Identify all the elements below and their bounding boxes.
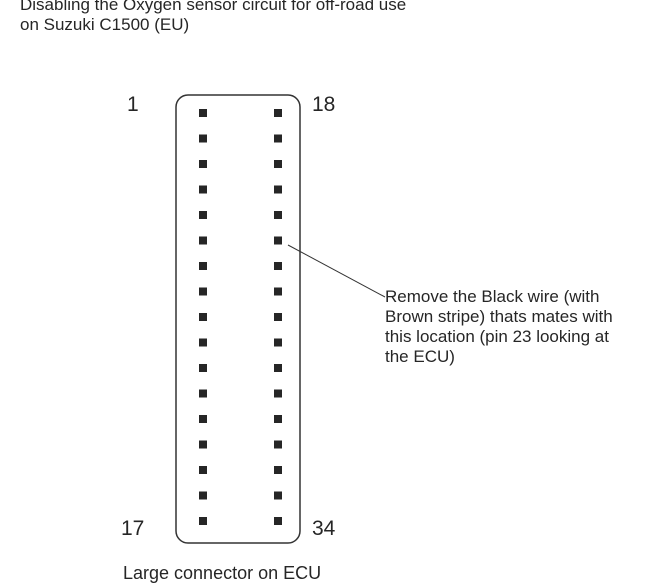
connector-pin: [274, 415, 282, 423]
connector-pin: [199, 466, 207, 474]
callout-line: the ECU): [385, 347, 455, 366]
connector-pin: [199, 236, 207, 245]
diagram-title-line-1: Disabling the Oxygen sensor circuit for …: [20, 0, 407, 14]
callout-leader-line: [287, 244, 386, 298]
connector-pin: [199, 109, 207, 117]
pin-23-highlighted: [274, 236, 282, 245]
connector-caption: Large connector on ECU: [123, 563, 322, 583]
connector-pin: [274, 185, 282, 194]
connector-pin: [199, 338, 207, 347]
connector-pin: [274, 364, 282, 372]
connector-pin: [199, 134, 207, 143]
pin-label-18: 18: [312, 93, 336, 116]
connector-pin: [199, 287, 207, 296]
connector-pin: [199, 440, 207, 449]
connector-pin: [274, 389, 282, 398]
pin-label-17: 17: [121, 517, 145, 540]
connector-pin: [274, 134, 282, 143]
connector-pin: [274, 313, 282, 321]
connector-outline: [175, 94, 301, 544]
connector-pin: [199, 211, 207, 219]
connector-pin: [274, 491, 282, 500]
connector-pin: [274, 466, 282, 474]
connector-pin: [274, 338, 282, 347]
diagram-title-line-2: on Suzuki C1500 (EU): [20, 15, 190, 34]
pin-23-callout-text: Remove the Black wire (with Brown stripe…: [385, 287, 650, 367]
connector-pin: [199, 185, 207, 194]
left-pin-column: [199, 109, 207, 525]
right-pin-column: [274, 109, 282, 525]
pin-label-1: 1: [127, 93, 139, 116]
connector-pin: [199, 364, 207, 372]
callout-line: Remove the Black wire (with: [385, 287, 600, 306]
callout-line: this location (pin 23 looking at: [385, 327, 609, 346]
callout-line: Brown stripe) thats mates with: [385, 307, 613, 326]
connector-pin: [274, 440, 282, 449]
connector-pin: [274, 109, 282, 117]
connector-pin: [274, 211, 282, 219]
connector-pin: [274, 287, 282, 296]
pin-label-34: 34: [312, 517, 336, 540]
connector-pin: [199, 262, 207, 270]
connector-pin: [199, 415, 207, 423]
connector-pin: [199, 517, 207, 525]
connector-pin: [199, 491, 207, 500]
connector-pin: [199, 160, 207, 168]
connector-pin: [199, 313, 207, 321]
connector-pin: [274, 262, 282, 270]
connector-pin: [199, 389, 207, 398]
connector-pin: [274, 160, 282, 168]
connector-pin: [274, 517, 282, 525]
